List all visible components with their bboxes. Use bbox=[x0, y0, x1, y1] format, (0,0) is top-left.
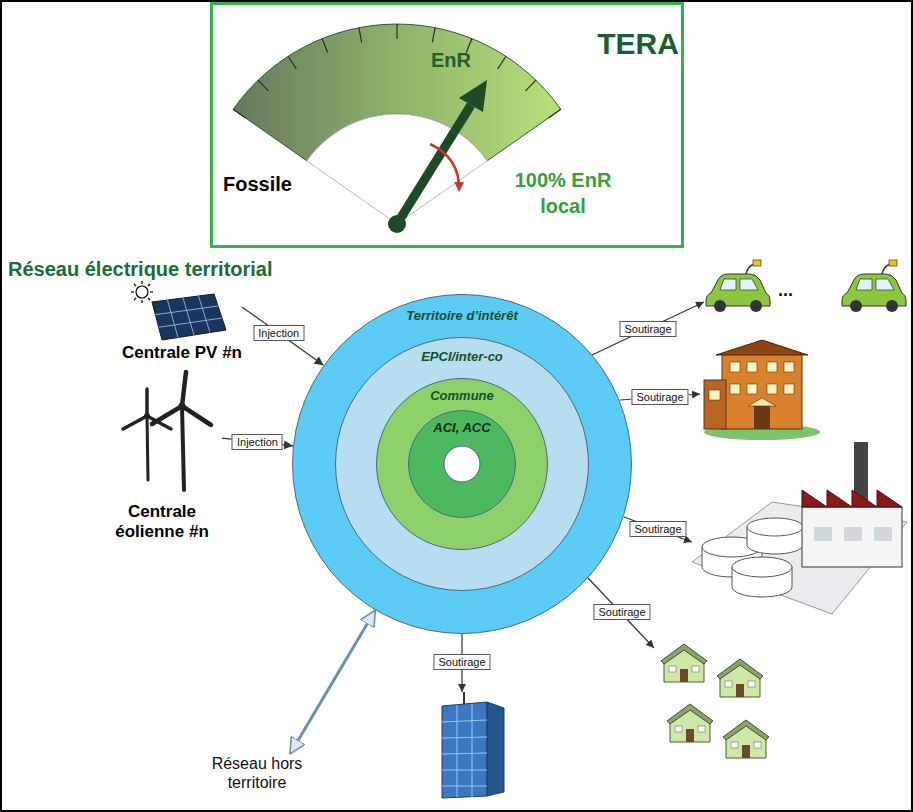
wind-plant-text: Centrale éolienne #n bbox=[102, 502, 222, 542]
gauge-tick bbox=[233, 109, 245, 118]
aci-acc-ring: ACI, ACC bbox=[408, 410, 516, 518]
territory-ring: Territoire d’intérêtEPCI/inter-coCommune… bbox=[292, 294, 632, 634]
ring-disc bbox=[293, 295, 632, 634]
territory-ring-text: Territoire d’intérêt bbox=[292, 308, 632, 323]
wind-plant: Centrale éolienne #n bbox=[102, 392, 222, 546]
pv-plant: Centrale PV #n bbox=[122, 287, 242, 387]
draw-off-label: Soutirage bbox=[619, 321, 676, 337]
ellipsis-mark: ... bbox=[778, 280, 793, 301]
injection-arrow bbox=[242, 307, 324, 365]
gauge-tick bbox=[526, 80, 536, 91]
edge-label: Injection bbox=[253, 325, 304, 341]
gauge-tick bbox=[288, 56, 296, 69]
gauge-tick bbox=[498, 56, 506, 69]
gauge-panel-text: EnR bbox=[419, 49, 483, 72]
gauge-panel-text: Fossile bbox=[223, 173, 313, 196]
gauge-tick bbox=[549, 109, 561, 118]
ring-disc bbox=[336, 338, 589, 591]
draw-off-label: Soutirage bbox=[593, 604, 650, 620]
draw-off-label: Soutirage bbox=[629, 521, 686, 537]
gauge-panel-text: TERA bbox=[593, 27, 683, 61]
external-grid-text: Réseau hors territoire bbox=[202, 754, 312, 792]
commune-ring-text: Commune bbox=[376, 388, 548, 403]
edge-label: Injection bbox=[232, 434, 283, 450]
external-link-arrow bbox=[290, 610, 375, 754]
gauge-panel: TERA EnR Fossile 100% EnR local bbox=[210, 2, 684, 248]
gauge-tick bbox=[359, 28, 362, 43]
ring-disc bbox=[409, 411, 516, 518]
aci-acc-ring-text: ACI, ACC bbox=[408, 420, 516, 435]
gauge-panel-text: 100% EnR local bbox=[501, 167, 625, 219]
gauge-tick bbox=[432, 28, 435, 43]
commune-ring: CommuneACI, ACC bbox=[376, 378, 548, 550]
diagram-title: Réseau électrique territorial bbox=[8, 258, 273, 281]
gauge-tick bbox=[322, 39, 328, 53]
external-grid: Réseau hors territoire bbox=[202, 754, 312, 798]
gauge-tick bbox=[396, 24, 397, 39]
epci-ring: EPCI/inter-coCommuneACI, ACC bbox=[335, 337, 589, 591]
epci-ring-text: EPCI/inter-co bbox=[335, 349, 589, 364]
draw-off-label: Soutirage bbox=[433, 654, 490, 670]
draw-off-label: Soutirage bbox=[631, 389, 688, 405]
ring-disc bbox=[377, 379, 548, 550]
ring-hole bbox=[444, 446, 480, 482]
pv-plant-text: Centrale PV #n bbox=[122, 343, 242, 363]
gauge-tick bbox=[258, 80, 268, 91]
